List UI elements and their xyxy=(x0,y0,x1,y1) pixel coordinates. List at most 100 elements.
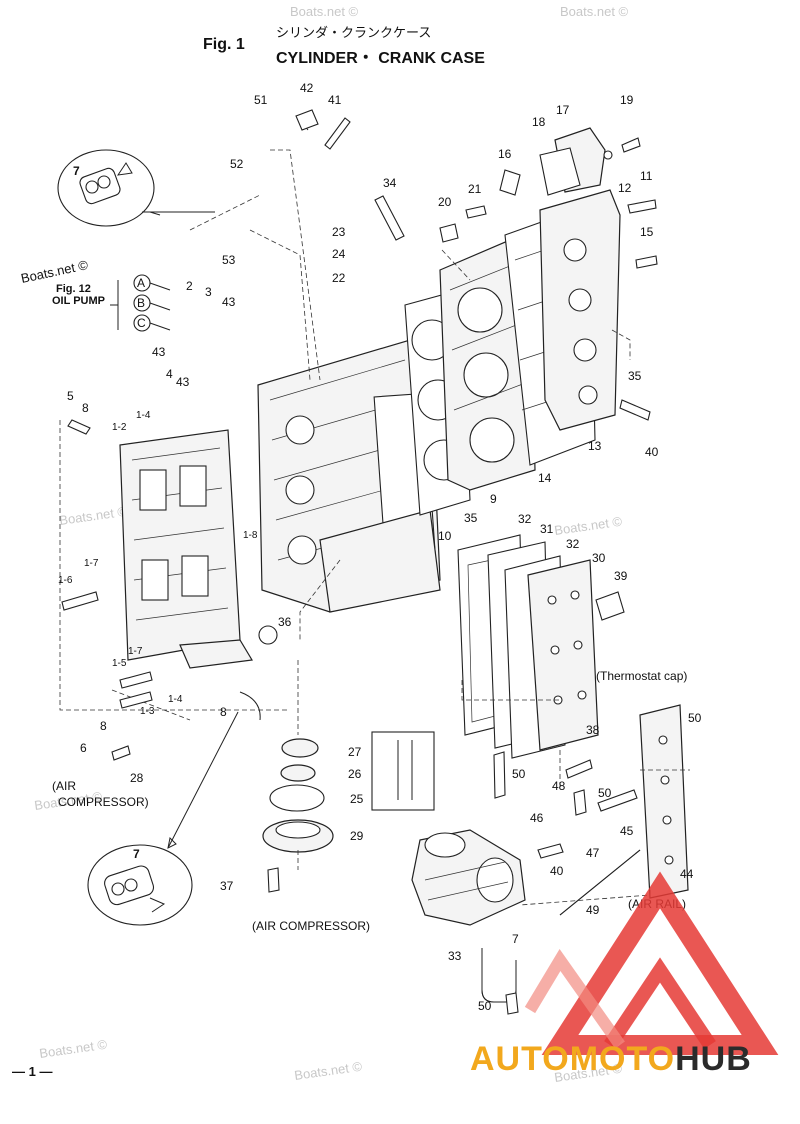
part-number: 15 xyxy=(640,225,654,239)
part-number: 20 xyxy=(438,195,452,209)
part-number: 1-3 xyxy=(140,706,155,717)
part-number: 13 xyxy=(588,439,602,453)
part-number-labels: 51 42 41 52 53 7 34 23 24 22 21 20 16 18… xyxy=(58,81,702,1013)
part-number: 50 xyxy=(598,786,612,800)
part-number: 46 xyxy=(530,811,544,825)
watermark-bottom-left: Boats.net © xyxy=(38,1037,108,1061)
part-number: 4 xyxy=(166,367,173,381)
air-compressor-small-label-1: (AIR xyxy=(52,779,76,793)
part-number: 31 xyxy=(540,522,554,536)
exhaust-outer-cover-30 xyxy=(527,559,599,751)
part-number: 17 xyxy=(556,103,570,117)
part-number: 37 xyxy=(220,879,234,893)
part-number: 5 xyxy=(67,389,74,403)
air-compressor xyxy=(411,829,526,926)
crankcase-half xyxy=(119,429,253,669)
part-number: 32 xyxy=(566,537,580,551)
part-number: 50 xyxy=(478,999,492,1013)
part-number: 8 xyxy=(100,719,107,733)
logo-text-auto: AUTO xyxy=(470,1040,570,1078)
small-fasteners xyxy=(61,109,658,1015)
part-number: 1-6 xyxy=(58,575,73,586)
part-number: 8 xyxy=(220,705,227,719)
page-title: CYLINDER・ CRANK CASE xyxy=(276,50,485,67)
part-number: 30 xyxy=(592,551,606,565)
title-japanese: シリンダ・クランクケース xyxy=(276,25,432,40)
part-number: 44 xyxy=(680,867,694,881)
part-number: 43 xyxy=(176,375,190,389)
part-number: 11 xyxy=(640,169,653,183)
thermostat-cover xyxy=(539,127,613,196)
fig12-label: Fig. 12 xyxy=(56,283,91,295)
oil-pump-ports: A B C xyxy=(110,274,171,332)
part-number: 41 xyxy=(328,93,342,107)
logo-text-hub: HUB xyxy=(675,1040,752,1078)
part-number: 1-7 xyxy=(128,646,143,657)
part-number: 1-4 xyxy=(136,410,151,421)
part-number: 18 xyxy=(532,115,546,129)
oil-pump-label: OIL PUMP xyxy=(52,295,105,307)
air-compressor-small-label-2: COMPRESSOR) xyxy=(58,795,149,809)
part-number: 1-8 xyxy=(243,530,258,541)
detail-circle-top: 7 xyxy=(57,149,215,227)
oil-seal-stack xyxy=(262,738,334,853)
part-number: 3 xyxy=(205,285,212,299)
autmotohub-logo-mark xyxy=(524,871,779,1055)
part-number: 1-5 xyxy=(112,658,127,669)
part-number: 50 xyxy=(688,711,702,725)
watermark-top-center: Boats.net © xyxy=(290,4,359,19)
part-number: 1-4 xyxy=(168,694,183,705)
watermark-mid-right: Boats.net © xyxy=(553,514,623,538)
part-number: 23 xyxy=(332,225,346,239)
part-number: 32 xyxy=(518,512,532,526)
watermark-mid-left: Boats.net © xyxy=(58,504,128,528)
air-rail xyxy=(639,704,689,899)
part-number: 53 xyxy=(222,253,236,267)
part-number: 1-2 xyxy=(112,422,127,433)
part-number: 14 xyxy=(538,471,552,485)
part-number: 16 xyxy=(498,147,512,161)
part-number: 52 xyxy=(230,157,244,171)
detail-circle-bottom: 7 xyxy=(87,711,239,926)
part-number: 26 xyxy=(348,767,362,781)
part-number: 38 xyxy=(586,723,600,737)
part-number: 48 xyxy=(552,779,566,793)
part-number: 7 xyxy=(512,932,519,946)
part-number: 24 xyxy=(332,247,346,261)
part-number: 33 xyxy=(448,949,462,963)
part-number: 1-7 xyxy=(84,558,99,569)
oil-seal-detail-box xyxy=(371,731,435,811)
autmotohub-logo: AUTOMOTOHUB xyxy=(470,1040,752,1084)
port-c-label: C xyxy=(137,316,146,330)
part-number: 10 xyxy=(438,529,452,543)
cylinder-head xyxy=(439,239,536,491)
svg-text:7: 7 xyxy=(133,847,140,861)
figure-label: Fig. 1 xyxy=(203,36,245,53)
watermark-bottom-center: Boats.net © xyxy=(293,1059,363,1083)
part-number: 51 xyxy=(254,93,268,107)
air-compressor-main-label: (AIR COMPRESSOR) xyxy=(252,919,370,933)
part-number: 27 xyxy=(348,745,362,759)
part-number: 25 xyxy=(350,792,364,806)
part-number: 6 xyxy=(80,741,87,755)
part-number: 47 xyxy=(586,846,600,860)
part-number: 19 xyxy=(620,93,634,107)
part-number: 49 xyxy=(586,903,600,917)
part-number: 21 xyxy=(468,182,482,196)
page-number: — 1 — xyxy=(12,1064,52,1079)
watermark-left-dark: Boats.net © xyxy=(20,257,90,286)
port-b-label: B xyxy=(137,296,145,310)
part-number: 36 xyxy=(278,615,292,629)
watermark-top-right: Boats.net © xyxy=(560,4,629,19)
part-number: 50 xyxy=(512,767,526,781)
head-cover-13 xyxy=(539,189,621,431)
svg-text:7: 7 xyxy=(73,164,80,178)
part-number: 39 xyxy=(614,569,628,583)
part-number: 43 xyxy=(152,345,166,359)
part-number: 34 xyxy=(383,176,397,190)
part-number: 8 xyxy=(82,401,89,415)
part-number: 12 xyxy=(618,181,632,195)
part-number: 35 xyxy=(464,511,478,525)
part-number: 35 xyxy=(628,369,642,383)
